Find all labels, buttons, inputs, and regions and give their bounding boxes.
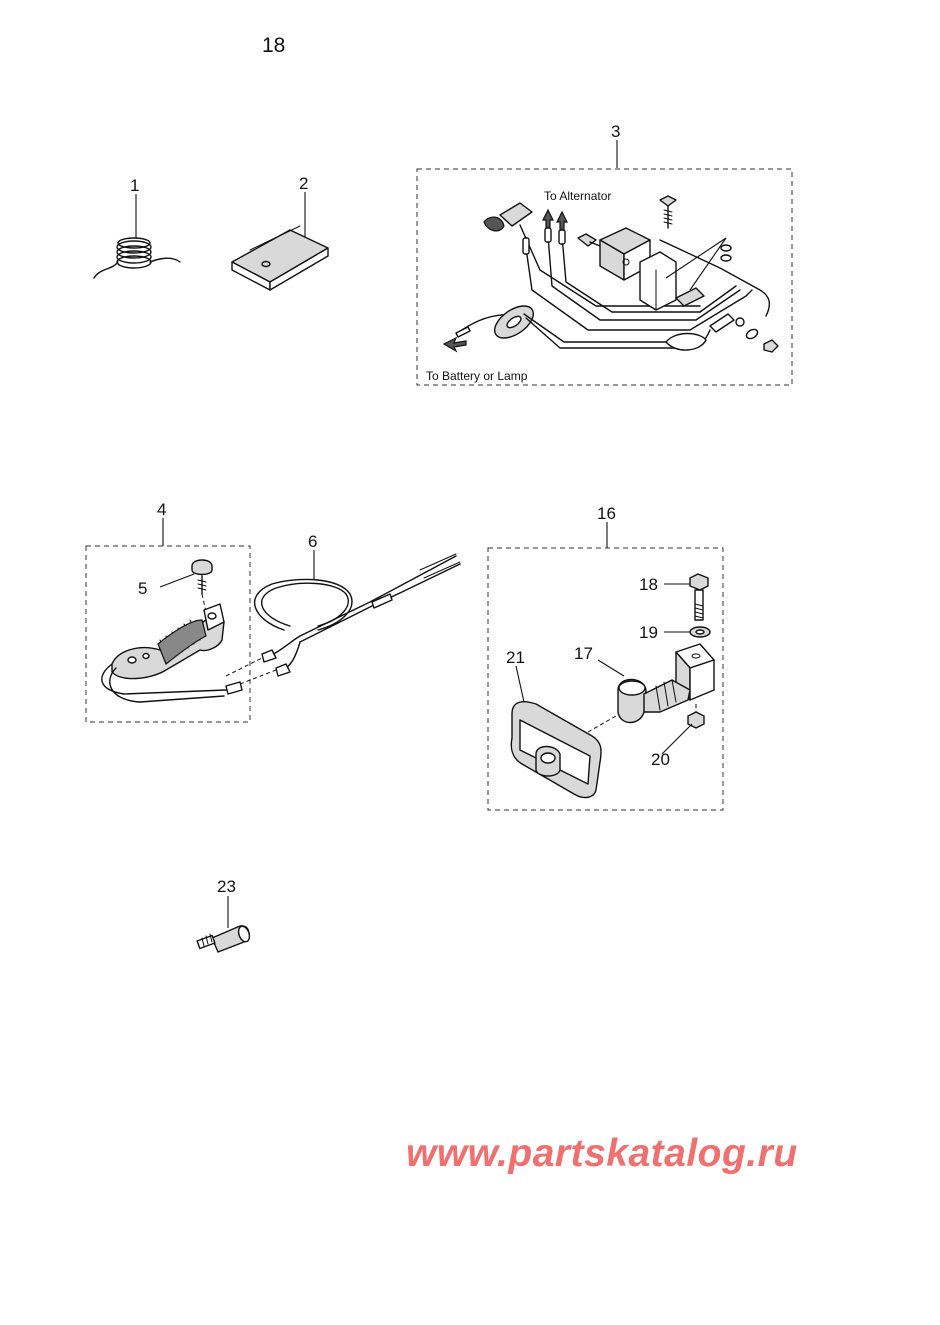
callout-23: 23 (217, 877, 236, 896)
part-16-kit (487, 522, 724, 811)
callout-2: 2 (299, 174, 308, 193)
page-number: 18 (262, 34, 286, 57)
callout-6: 6 (308, 532, 317, 551)
part-3-harness: To Alternator To Battery or Lamp (416, 140, 793, 386)
part-6-lead-wire (225, 550, 461, 685)
part-4-charge-coil (85, 518, 251, 723)
callout-17: 17 (574, 644, 593, 663)
callout-19: 19 (639, 623, 658, 642)
callout-4: 4 (157, 500, 166, 519)
callout-3: 3 (611, 122, 620, 141)
callout-16: 16 (597, 504, 616, 523)
part-2-pad (231, 192, 329, 291)
callout-21: 21 (506, 648, 525, 667)
callout-5: 5 (138, 579, 147, 598)
callout-1: 1 (130, 176, 139, 195)
note-to-alternator: To Alternator (544, 189, 611, 203)
note-to-battery-or-lamp: To Battery or Lamp (426, 369, 528, 383)
callout-18: 18 (639, 575, 658, 594)
watermark: www.partskatalog.ru (406, 1132, 798, 1175)
part-1-spring (93, 194, 181, 279)
part-23-stud (196, 896, 251, 953)
callout-20: 20 (651, 750, 670, 769)
